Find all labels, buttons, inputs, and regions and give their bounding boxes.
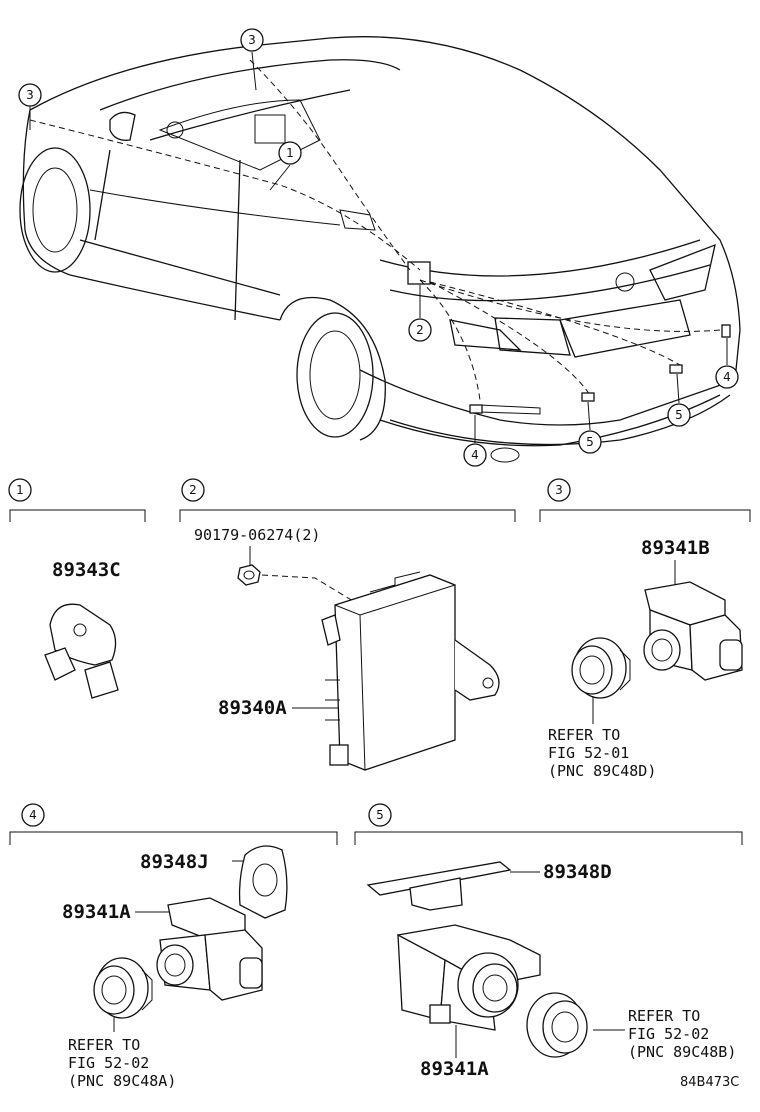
part-number-89341A-s5[interactable]: 89341A: [420, 1058, 489, 1080]
callout-car-5b[interactable]: 5: [667, 403, 691, 427]
callout-label: 3: [248, 33, 256, 47]
steering-angle-sensor-drawing: [44, 603, 119, 699]
section-number: 4: [29, 808, 37, 822]
bracket-drawing-89348D: [366, 861, 512, 911]
retainer-drawing-89348J: [238, 845, 288, 919]
callout-car-1[interactable]: 1: [278, 141, 302, 165]
pnc-ref[interactable]: (PNC 89C48A): [68, 1072, 176, 1090]
part-number-89343C[interactable]: 89343C: [52, 559, 121, 581]
sensor-drawing-89341A-s5: [397, 924, 541, 1031]
callout-label: 3: [26, 88, 34, 102]
callout-car-4b[interactable]: 4: [715, 365, 739, 389]
part-number-bolt[interactable]: 90179-06274(2): [194, 526, 320, 544]
callout-car-5a[interactable]: 5: [578, 430, 602, 454]
section-3: 3 89341B REFER TO FIG 52-01 (PNC 89C48D): [539, 478, 751, 780]
pnc-ref[interactable]: (PNC 89C48D): [548, 762, 656, 780]
pnc-ref[interactable]: (PNC 89C48B): [628, 1043, 736, 1061]
bezel-drawing-89C48D: [571, 637, 631, 699]
section-number: 2: [189, 483, 197, 497]
part-number-89341B[interactable]: 89341B: [641, 537, 710, 559]
refer-to-label: REFER TO: [548, 726, 620, 744]
section-number: 3: [555, 483, 563, 497]
diagram-code: 84B473C: [680, 1075, 739, 1090]
section-number: 1: [16, 483, 24, 497]
refer-to-label: REFER TO: [628, 1007, 700, 1025]
section-5: 5 89348D 89341A REFER TO FIG 52-02: [354, 803, 743, 1080]
callout-car-2[interactable]: 2: [408, 318, 432, 342]
callout-car-3b[interactable]: 3: [240, 28, 264, 52]
section-2: 2 90179-06274(2) 89340A: [179, 478, 516, 771]
section-1: 1 89343C: [8, 478, 146, 699]
nut-drawing: [237, 564, 261, 586]
callout-label: 5: [586, 435, 594, 449]
sensor-drawing-89341A-s4: [156, 897, 263, 1001]
callout-label: 4: [723, 370, 731, 384]
ecu-box-drawing: [321, 571, 500, 771]
part-number-89348D[interactable]: 89348D: [543, 861, 612, 883]
bezel-drawing-89C48B: [526, 992, 588, 1058]
part-number-89348J[interactable]: 89348J: [140, 851, 209, 873]
part-number-89340A[interactable]: 89340A: [218, 697, 287, 719]
bezel-drawing-89C48A: [93, 957, 153, 1019]
car-illustration: [19, 36, 741, 463]
fig-ref-link[interactable]: FIG 52-02: [628, 1025, 709, 1043]
callout-car-4a[interactable]: 4: [463, 443, 487, 467]
section-4: 4 89348J 89341A REFER TO FIG 52-02: [9, 803, 338, 1090]
callout-label: 5: [675, 408, 683, 422]
fig-ref-link[interactable]: FIG 52-01: [548, 744, 629, 762]
callout-car-3a[interactable]: 3: [18, 83, 42, 107]
fig-ref-link[interactable]: FIG 52-02: [68, 1054, 149, 1072]
section-number: 5: [376, 808, 384, 822]
callout-label: 2: [416, 323, 424, 337]
callout-label: 4: [471, 448, 479, 462]
callout-label: 1: [286, 146, 294, 160]
part-number-89341A-s4[interactable]: 89341A: [62, 901, 131, 923]
sensor-drawing-89341B: [643, 581, 743, 681]
refer-to-label: REFER TO: [68, 1036, 140, 1054]
